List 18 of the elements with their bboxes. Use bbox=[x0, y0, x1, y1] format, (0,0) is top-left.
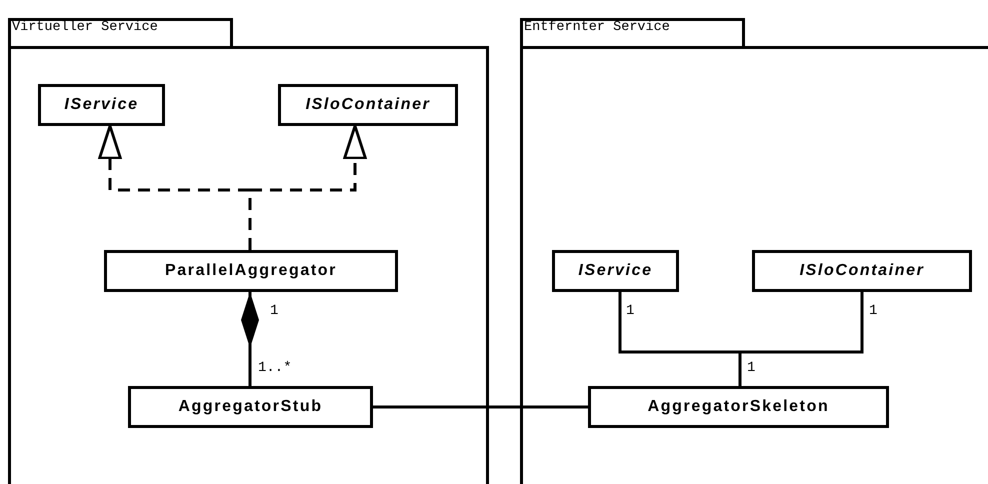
multiplicity-label: 1 bbox=[869, 304, 878, 318]
class-box: ParallelAggregator bbox=[104, 250, 398, 292]
association-line bbox=[738, 292, 864, 386]
interface-box: ISloContainer bbox=[752, 250, 972, 292]
multiplicity-label: 1 bbox=[747, 361, 756, 375]
class-box: AggregatorSkeleton bbox=[588, 386, 889, 428]
multiplicity-label: 1 bbox=[626, 304, 634, 318]
package-name: Entfernter Service bbox=[520, 18, 745, 46]
interface-box: IService bbox=[38, 84, 165, 126]
multiplicity-label: 1 bbox=[270, 304, 278, 318]
realization-arrow bbox=[248, 124, 367, 250]
package-name: Virtueller Service bbox=[8, 18, 233, 46]
interface-box: ISloContainer bbox=[278, 84, 458, 126]
composition-line bbox=[241, 292, 259, 386]
class-box: AggregatorStub bbox=[128, 386, 373, 428]
multiplicity-label: 1..* bbox=[258, 361, 292, 375]
association-line bbox=[373, 406, 588, 408]
interface-box: IService bbox=[552, 250, 679, 292]
